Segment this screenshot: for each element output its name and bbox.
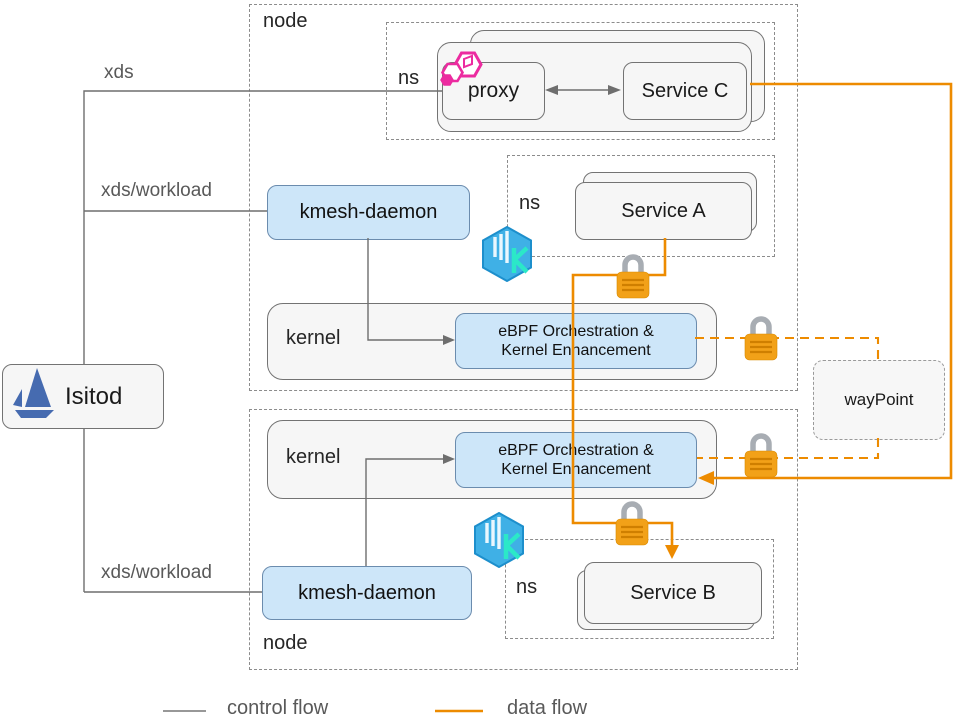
kernel-top-label: kernel bbox=[286, 327, 341, 349]
kmesh-logo-icon-top bbox=[481, 226, 533, 282]
lock-icon-service-b bbox=[613, 497, 651, 547]
legend-control-flow-label: control flow bbox=[227, 697, 329, 719]
xds-label: xds bbox=[104, 62, 134, 83]
lock-icon-service-a bbox=[614, 250, 652, 300]
envoy-proxy-icon bbox=[440, 51, 483, 86]
istio-logo-icon bbox=[13, 368, 54, 418]
namespace-box-proxy bbox=[386, 22, 775, 140]
ns-top-label: ns bbox=[398, 67, 420, 89]
kmesh-daemon-box-top: kmesh-daemon bbox=[267, 185, 470, 240]
node-top-label: node bbox=[263, 10, 308, 32]
node-container-bottom bbox=[249, 409, 798, 670]
service-c-box: Service C bbox=[623, 62, 747, 120]
kmesh-daemon-box-bottom: kmesh-daemon bbox=[262, 566, 472, 620]
ebpf-box-top: eBPF Orchestration & Kernel Enhancement bbox=[455, 313, 697, 369]
legend-data-flow-label: data flow bbox=[507, 697, 588, 719]
xds-workload-top-label: xds/workload bbox=[101, 180, 212, 201]
ns-service-b-label: ns bbox=[516, 576, 538, 598]
xds-workload-bottom-label: xds/workload bbox=[101, 562, 212, 583]
ebpf-top-line1: eBPF Orchestration & bbox=[498, 323, 654, 340]
kmesh-logo-icon-bottom bbox=[473, 512, 525, 568]
ebpf-top-line2: Kernel Enhancement bbox=[501, 342, 651, 359]
lock-icon-waypoint-out bbox=[742, 429, 780, 479]
waypoint-box: wayPoint bbox=[813, 360, 945, 440]
ebpf-bottom-line1: eBPF Orchestration & bbox=[498, 442, 654, 459]
istiod-box: Isitod bbox=[2, 364, 164, 429]
service-b-box: Service B bbox=[584, 562, 762, 624]
service-b-label: Service B bbox=[630, 581, 716, 604]
kmesh-daemon-bottom-label: kmesh-daemon bbox=[298, 581, 436, 604]
service-a-box: Service A bbox=[575, 182, 752, 240]
service-a-label: Service A bbox=[621, 199, 706, 222]
ebpf-bottom-line2: Kernel Enhancement bbox=[501, 461, 651, 478]
kmesh-daemon-top-label: kmesh-daemon bbox=[299, 201, 438, 223]
service-c-label: Service C bbox=[641, 79, 729, 102]
waypoint-label: wayPoint bbox=[844, 390, 914, 409]
proxy-label: proxy bbox=[467, 79, 520, 102]
lock-icon-waypoint-in bbox=[742, 312, 780, 362]
node-bottom-label: node bbox=[263, 632, 308, 654]
ns-service-a-label: ns bbox=[519, 192, 541, 214]
ebpf-box-bottom: eBPF Orchestration & Kernel Enhancement bbox=[455, 432, 697, 488]
kernel-bottom-label: kernel bbox=[286, 446, 341, 468]
istiod-label: Isitod bbox=[65, 382, 123, 410]
